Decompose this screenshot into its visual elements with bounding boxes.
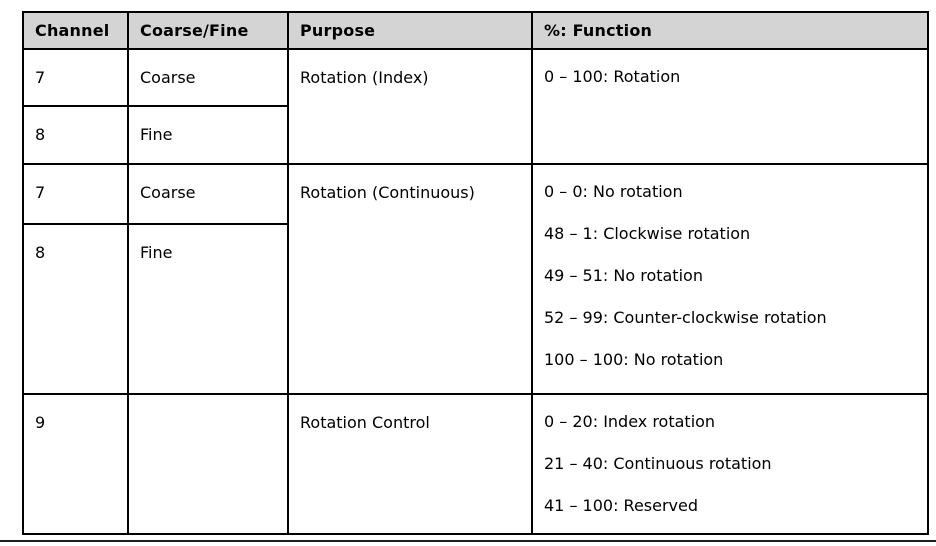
cell-purpose: Rotation Control bbox=[287, 393, 533, 535]
table-row: 7 Coarse Rotation (Continuous) 0 – 0: No… bbox=[22, 163, 929, 395]
table-row: 8 Fine bbox=[22, 223, 928, 395]
function-line: 49 – 51: No rotation bbox=[544, 266, 703, 285]
function-line: 0 – 0: No rotation bbox=[544, 182, 683, 201]
cell-coarse-fine: Coarse bbox=[127, 48, 289, 107]
cell-coarse-fine: Coarse bbox=[127, 163, 289, 225]
cell-coarse-fine: Fine bbox=[127, 105, 289, 165]
cell-channel: 7 bbox=[22, 48, 129, 107]
function-line: 21 – 40: Continuous rotation bbox=[544, 454, 772, 473]
cell-channel: 8 bbox=[22, 105, 129, 165]
cell-purpose: Rotation (Continuous) bbox=[287, 163, 533, 395]
table-row: 9 Rotation Control 0 – 20: Index rotatio… bbox=[22, 393, 929, 535]
function-line: 0 – 100: Rotation bbox=[544, 67, 681, 86]
cell-coarse-fine bbox=[127, 393, 289, 535]
cell-purpose: Rotation (Index) bbox=[287, 48, 533, 165]
cell-functions: 0 – 0: No rotation 48 – 1: Clockwise rot… bbox=[531, 163, 929, 395]
header-cell-coarse-fine: Coarse/Fine bbox=[127, 11, 289, 50]
cell-coarse-fine: Fine bbox=[127, 223, 289, 395]
function-line: 0 – 20: Index rotation bbox=[544, 412, 716, 431]
function-line: 100 – 100: No rotation bbox=[544, 350, 724, 369]
header-cell-channel: Channel bbox=[22, 11, 129, 50]
cell-channel: 8 bbox=[22, 223, 129, 395]
header-cell-purpose: Purpose bbox=[287, 11, 533, 50]
cell-functions: 0 – 100: Rotation bbox=[531, 48, 929, 165]
function-line: 41 – 100: Reserved bbox=[544, 496, 699, 515]
header-cell-function: %: Function bbox=[531, 11, 929, 50]
page-footer-rule bbox=[0, 540, 936, 542]
cell-channel: 9 bbox=[22, 393, 129, 535]
function-line: 48 – 1: Clockwise rotation bbox=[544, 224, 751, 243]
function-line: 52 – 99: Counter-clockwise rotation bbox=[544, 308, 827, 327]
dmx-channel-table: Channel Coarse/Fine Purpose %: Function … bbox=[22, 11, 929, 535]
cell-functions: 0 – 20: Index rotation 21 – 40: Continuo… bbox=[531, 393, 929, 535]
table-row: 8 Fine bbox=[22, 105, 928, 165]
cell-channel: 7 bbox=[22, 163, 129, 225]
table-header-row: Channel Coarse/Fine Purpose %: Function bbox=[22, 11, 929, 50]
table-row: 7 Coarse Rotation (Index) 0 – 100: Rotat… bbox=[22, 48, 929, 165]
